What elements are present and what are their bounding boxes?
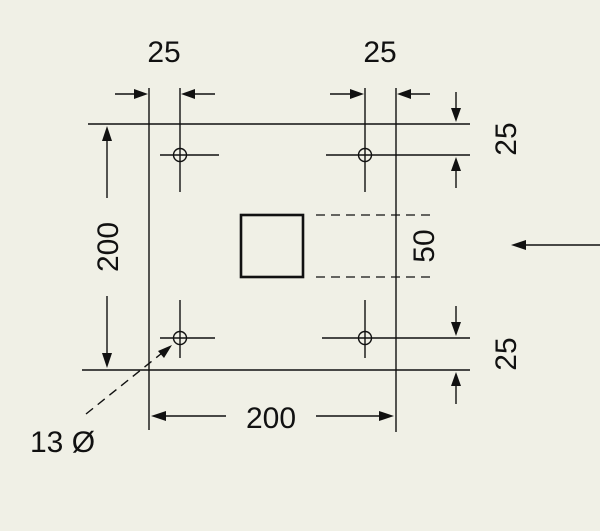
arrowhead [451, 108, 461, 122]
hole-top-left [160, 147, 219, 163]
left-height-label: 200 [92, 222, 125, 272]
right-top-offset-label: 25 [490, 122, 523, 155]
arrowhead [181, 89, 195, 99]
arrowhead [397, 89, 411, 99]
right-bottom-offset-dimension [451, 306, 461, 404]
view-direction-arrow [511, 240, 600, 250]
hole-diameter-label: 13 Ø [30, 426, 95, 459]
arrowhead [451, 322, 461, 336]
right-bottom-offset-label: 25 [490, 337, 523, 370]
arrowhead [158, 345, 172, 358]
top-right-offset-label: 25 [363, 36, 396, 69]
arrowhead [151, 411, 166, 421]
hole-bottom-left [160, 300, 215, 358]
arrowhead [379, 411, 394, 421]
arrowhead [350, 89, 364, 99]
hole-diameter-leader [85, 345, 172, 415]
center-square-hole [239, 213, 305, 279]
hole-bottom-right [322, 300, 400, 358]
right-top-offset-dimension [451, 92, 461, 188]
left-height-dimension [102, 126, 112, 368]
arrowhead [102, 353, 112, 368]
leader-line [85, 352, 163, 415]
bottom-width-label: 200 [246, 402, 296, 435]
bottom-width-dimension [151, 411, 394, 421]
plate-outline [82, 88, 470, 432]
top-left-offset-label: 25 [147, 36, 180, 69]
top-left-offset-dimension [115, 89, 215, 99]
hole-size-label: 50 [408, 229, 441, 262]
arrowhead [451, 372, 461, 386]
arrowhead [134, 89, 148, 99]
arrowhead [102, 126, 112, 141]
arrowhead [451, 157, 461, 171]
hole-top-right [326, 147, 385, 163]
top-right-offset-dimension [330, 89, 430, 99]
arrowhead [511, 240, 526, 250]
hole-center-lines [179, 88, 470, 339]
